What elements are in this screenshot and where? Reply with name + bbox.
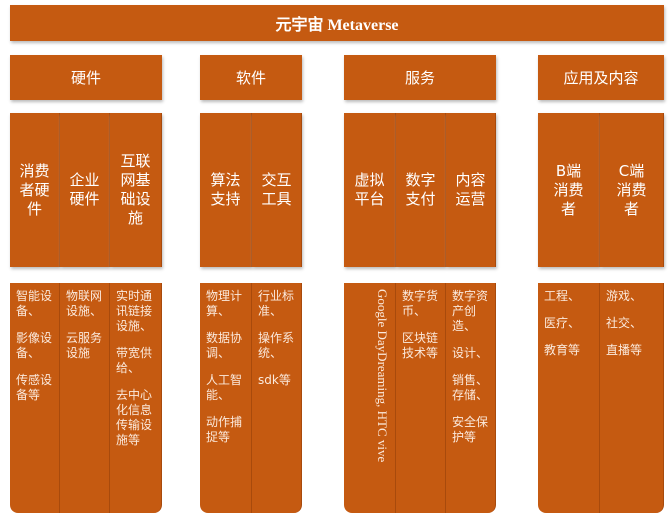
detail-item: 销售、存储、 [452, 373, 489, 402]
detail-item: 区块链技术等 [402, 331, 439, 360]
subcategory-label: 交互工具 [261, 171, 292, 208]
detail-item: 直播等 [606, 343, 643, 357]
subcategory-box: 虚拟平台 [344, 113, 396, 267]
detail-item: 游戏、 [606, 289, 643, 303]
detail-item: 工程、 [544, 289, 581, 303]
subcategory-box: 消费者硬件 [10, 113, 60, 267]
detail-box: 物理计算、数据协调、人工智能、动作捕捉等 [200, 283, 252, 513]
subcategory-label: 企业硬件 [69, 171, 100, 208]
detail-item: 行业标准、 [258, 289, 295, 318]
detail-item: 物联网设施、 [66, 289, 103, 318]
category-header: 服务 [344, 55, 496, 100]
detail-box: 物联网设施、云服务设施 [60, 283, 110, 513]
detail-item: 去中心化信息传输设施等 [116, 388, 153, 447]
subcategory-label: 内容运营 [455, 171, 486, 208]
subcategory-box: 交互工具 [252, 113, 302, 267]
detail-item: 教育等 [544, 343, 581, 357]
category-header: 软件 [200, 55, 302, 100]
detail-item: 医疗、 [544, 316, 581, 330]
detail-box: 数字货币、区块链技术等 [396, 283, 446, 513]
subcategory-label: 数字支付 [405, 171, 436, 208]
detail-item: 实时通讯链接设施、 [116, 289, 153, 333]
subcategory-label: B端消费者 [553, 161, 584, 218]
detail-box: 工程、医疗、教育等 [538, 283, 600, 513]
subcategory-box: B端消费者 [538, 113, 600, 267]
detail-item: 传感设备等 [16, 373, 53, 402]
detail-item: 云服务设施 [66, 331, 103, 360]
detail-item: 动作捕捉等 [206, 415, 243, 444]
detail-item: 操作系统、 [258, 331, 295, 360]
subcategory-label: 消费者硬件 [19, 161, 50, 218]
subcategory-box: 数字支付 [396, 113, 446, 267]
detail-item: 人工智能、 [206, 373, 243, 402]
subcategory-label: C端消费者 [616, 161, 647, 218]
category-header: 硬件 [10, 55, 162, 100]
detail-item: 影像设备、 [16, 331, 53, 360]
subcategory-box: 互联网基础设施 [110, 113, 162, 267]
detail-item: 数据协调、 [206, 331, 243, 360]
detail-item: Google DayDreaming, HTC vive [375, 289, 390, 463]
subcategory-label: 互联网基础设施 [120, 152, 151, 227]
category-header: 应用及内容 [538, 55, 664, 100]
detail-item: 物理计算、 [206, 289, 243, 318]
diagram-title: 元宇宙 Metaverse [10, 5, 664, 41]
subcategory-box: 内容运营 [446, 113, 496, 267]
detail-box: 行业标准、操作系统、 sdk等 [252, 283, 302, 513]
detail-item: 带宽供给、 [116, 346, 153, 375]
detail-item: 安全保护等 [452, 415, 489, 444]
detail-item: 数字货币、 [402, 289, 439, 318]
detail-box: Google DayDreaming, HTC vive [344, 283, 396, 513]
subcategory-box: 算法支持 [200, 113, 252, 267]
subcategory-label: 算法支持 [210, 171, 241, 208]
detail-item: 社交、 [606, 316, 643, 330]
subcategory-box: 企业硬件 [60, 113, 110, 267]
detail-box: 数字资产创造、设计、销售、存储、安全保护等 [446, 283, 496, 513]
subcategory-box: C端消费者 [600, 113, 664, 267]
detail-box: 智能设备、影像设备、传感设备等 [10, 283, 60, 513]
detail-item: 设计、 [452, 346, 489, 360]
detail-box: 实时通讯链接设施、带宽供给、去中心化信息传输设施等 [110, 283, 162, 513]
detail-item: 智能设备、 [16, 289, 53, 318]
detail-item: sdk等 [258, 373, 291, 387]
detail-item: 数字资产创造、 [452, 289, 489, 333]
detail-box: 游戏、社交、直播等 [600, 283, 664, 513]
subcategory-label: 虚拟平台 [354, 171, 385, 208]
